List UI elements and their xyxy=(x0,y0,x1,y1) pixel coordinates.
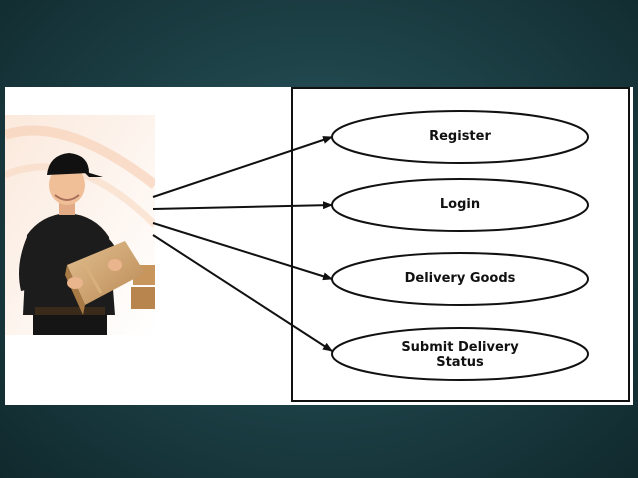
use-case-register xyxy=(331,110,589,164)
association-arrow-login xyxy=(152,201,333,210)
use-case-delivery-goods xyxy=(331,252,589,306)
delivery-man-photo xyxy=(5,115,155,335)
association-arrow-register xyxy=(152,136,333,198)
use-case-submit-delivery-status xyxy=(331,327,589,381)
use-case-label-submit-delivery-status: Submit Delivery Status xyxy=(401,340,519,370)
association-arrow-submit-status xyxy=(152,234,333,352)
use-case-diagram xyxy=(152,87,630,402)
use-case-label-register: Register xyxy=(429,129,491,144)
use-case-login xyxy=(331,178,589,232)
use-case-label-login: Login xyxy=(439,197,481,212)
system-boundary xyxy=(291,87,630,402)
association-arrow-delivery-goods xyxy=(152,222,333,281)
use-case-label-delivery-goods: Delivery Goods xyxy=(404,271,516,286)
slide-panel: Register Login Delivery Goods Submit Del… xyxy=(5,87,633,405)
